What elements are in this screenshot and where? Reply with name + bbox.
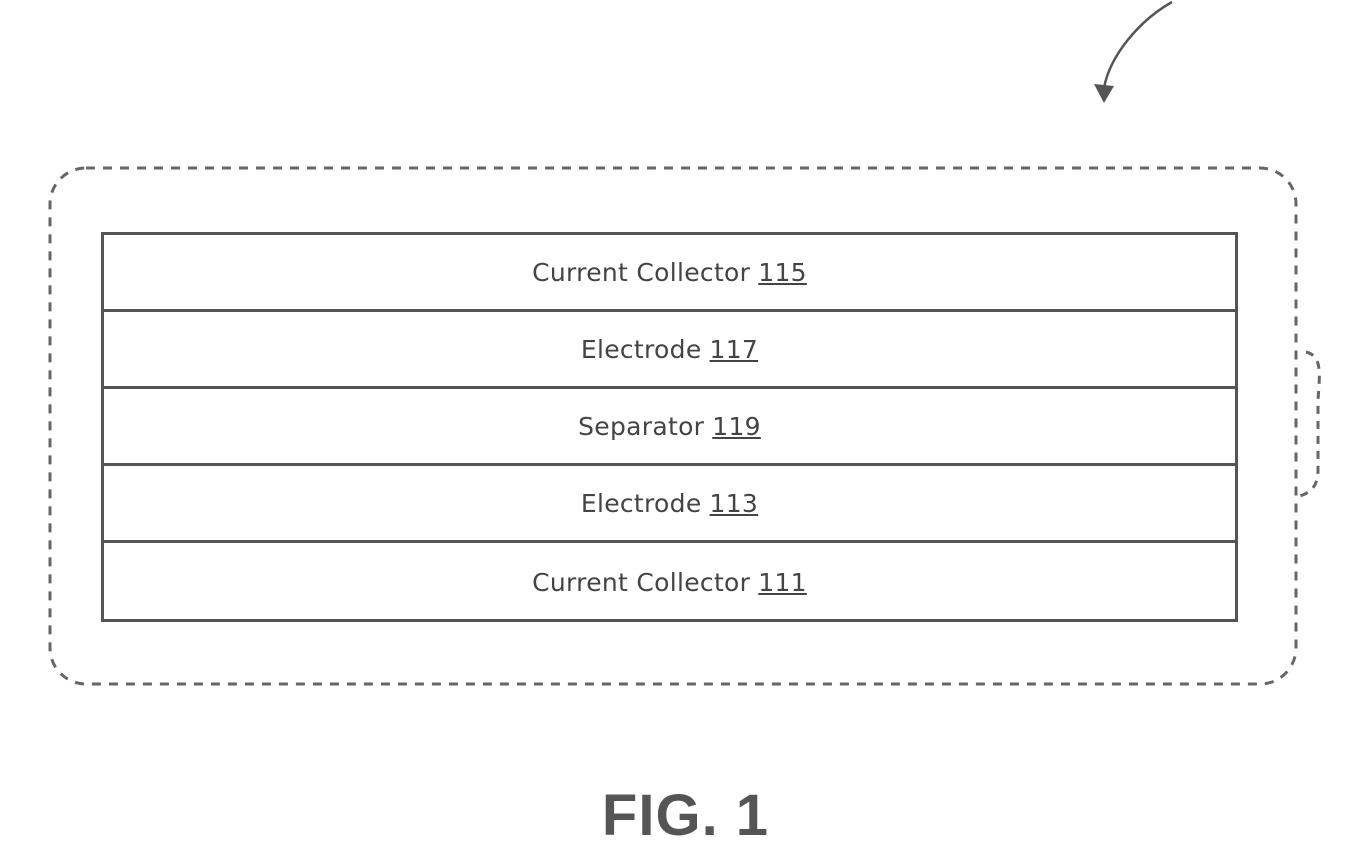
reference-arrow-line	[1104, 2, 1172, 88]
layer-current-collector-115: Current Collector 115	[104, 235, 1235, 312]
layer-label: Current Collector	[532, 568, 750, 597]
reference-arrow-head	[1094, 84, 1114, 103]
layer-ref-number: 115	[758, 258, 807, 287]
layer-ref-number: 119	[712, 412, 761, 441]
layer-ref-number: 117	[710, 335, 759, 364]
cell-bracket	[1300, 352, 1319, 496]
layer-separator-119: Separator 119	[104, 389, 1235, 466]
layer-label: Separator	[578, 412, 704, 441]
figure-caption: FIG. 1	[0, 782, 1371, 849]
layer-current-collector-111: Current Collector 111	[104, 543, 1235, 621]
layer-stack: Current Collector 115 Electrode 117 Sepa…	[101, 232, 1238, 622]
layer-label: Current Collector	[532, 258, 750, 287]
layer-electrode-117: Electrode 117	[104, 312, 1235, 389]
layer-electrode-113: Electrode 113	[104, 466, 1235, 543]
layer-ref-number: 111	[758, 568, 807, 597]
layer-label: Electrode	[581, 489, 702, 518]
layer-ref-number: 113	[710, 489, 759, 518]
layer-label: Electrode	[581, 335, 702, 364]
